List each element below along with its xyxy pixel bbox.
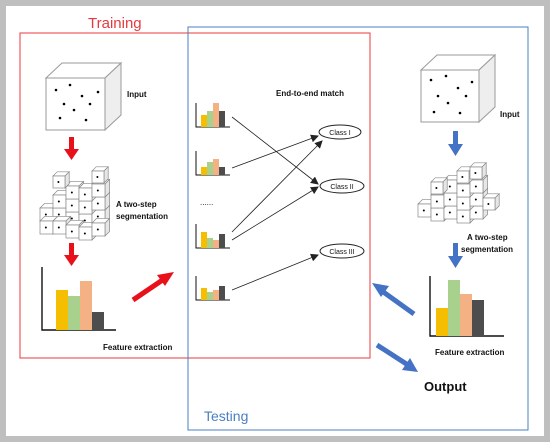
- mini-feature-chart: [195, 103, 230, 128]
- feature-bar: [219, 234, 225, 248]
- training-arrow-down-1: [64, 137, 79, 160]
- feature-bar: [207, 292, 213, 300]
- match-lines: [231, 116, 323, 291]
- testing-region: [187, 26, 529, 431]
- class-2-label: Class II: [330, 184, 353, 191]
- feature-bar: [460, 294, 472, 336]
- training-feature-label: Feature extraction: [103, 343, 172, 352]
- training-segmentation-label-1: A two-step: [116, 200, 157, 209]
- testing-feature-chart: [429, 276, 504, 337]
- training-region-label: Training: [88, 15, 142, 32]
- testing-segmentation-blocks: [417, 161, 501, 224]
- class-3-node: Class III: [319, 243, 365, 259]
- testing-segmentation-label-1: A two-step: [467, 233, 508, 242]
- class-3-label: Class III: [329, 249, 354, 256]
- feature-bar: [68, 296, 80, 330]
- mini-feature-chart: [195, 224, 230, 249]
- feature-bar: [472, 300, 484, 336]
- training-region: [19, 32, 371, 359]
- training-input-cube: [44, 61, 123, 132]
- feature-bar: [213, 240, 219, 248]
- segment-cube: [91, 165, 110, 184]
- feature-bar: [56, 290, 68, 330]
- segment-cube: [52, 170, 71, 189]
- segment-cube: [91, 217, 111, 237]
- training-segmentation-blocks: [39, 165, 111, 241]
- feature-bar: [201, 232, 207, 248]
- testing-arrow-down-1: [448, 131, 463, 156]
- testing-input-label: Input: [500, 110, 520, 119]
- testing-segmentation-label-2: segmentation: [461, 245, 513, 254]
- feature-bar: [213, 103, 219, 127]
- feature-bar: [201, 288, 207, 300]
- testing-region-label: Testing: [204, 408, 248, 424]
- mini-feature-chart: [195, 276, 230, 301]
- training-feature-chart: [41, 267, 116, 331]
- class-1-node: Class I: [318, 124, 362, 140]
- testing-input-cube: [419, 53, 497, 124]
- training-arrow-down-2: [64, 243, 79, 266]
- output-label: Output: [424, 379, 467, 394]
- feature-bar: [201, 167, 207, 175]
- feature-bar: [80, 281, 92, 330]
- testing-feature-label: Feature extraction: [435, 348, 504, 357]
- feature-bar: [207, 162, 213, 175]
- testing-to-match-arrow: [372, 283, 416, 317]
- end-to-end-match-label: End-to-end match: [276, 89, 344, 98]
- training-segmentation-label-2: segmentation: [116, 212, 168, 221]
- feature-bar: [213, 290, 219, 300]
- feature-bar: [219, 167, 225, 175]
- mini-feature-chart: [195, 151, 230, 176]
- segment-cube: [469, 161, 488, 180]
- feature-bar: [213, 159, 219, 175]
- feature-bar: [448, 280, 460, 336]
- class-2-node: Class II: [319, 178, 365, 194]
- segment-cube: [482, 192, 501, 211]
- testing-arrow-down-2: [448, 243, 463, 268]
- feature-bar: [436, 308, 448, 336]
- ellipsis-label: ......: [200, 198, 213, 207]
- match-to-output-arrow: [375, 342, 418, 372]
- feature-bar: [207, 238, 213, 248]
- training-to-features-arrow: [131, 272, 174, 303]
- feature-bar: [201, 115, 207, 127]
- feature-bar: [207, 111, 213, 127]
- feature-bar: [219, 111, 225, 127]
- feature-bar: [92, 312, 104, 330]
- feature-vector-charts: [195, 103, 230, 301]
- training-input-label: Input: [127, 90, 147, 99]
- class-1-label: Class I: [329, 130, 350, 137]
- feature-bar: [219, 286, 225, 300]
- segment-cube: [430, 176, 449, 195]
